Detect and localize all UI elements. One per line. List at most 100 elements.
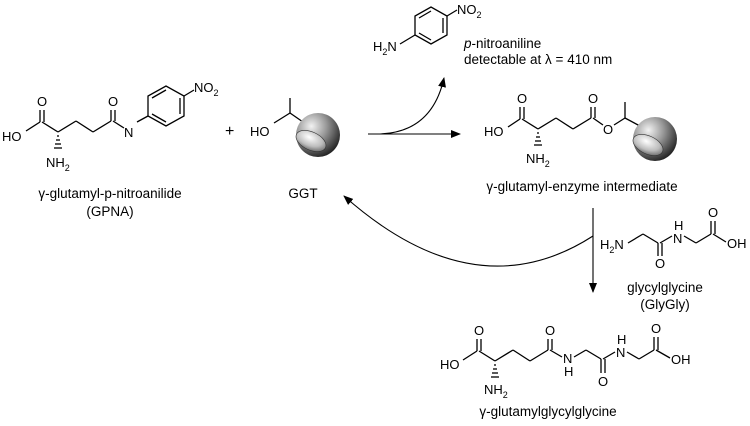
bond [507,118,521,128]
glycylglycine-abbreviation: (GlyGly) [640,297,690,312]
bond [399,34,416,45]
bond [462,350,478,361]
atom-label: O [474,323,484,338]
atom-label: O [655,256,665,271]
bond [712,233,727,243]
atom-label: O [708,205,718,220]
atom-label: N [673,231,682,246]
gpna-abbreviation: (GPNA) [86,204,133,219]
atom-label: O [517,91,527,106]
atom-label: H2N [373,39,397,57]
bond [624,117,641,127]
stereo-hash-bond [534,132,542,146]
ggt-enzyme-structure: HO [250,98,340,157]
bond [25,121,41,132]
benzene-ring [147,85,185,127]
atom-label: OH [671,352,691,367]
atom-label: HO [2,129,22,144]
bond [289,112,304,123]
atom-label: NO2 [457,2,482,20]
glycylglycine-name: glycylglycine [627,280,703,295]
atom-label: NH2 [484,382,508,400]
bond [494,349,514,362]
ggt-name: GGT [288,186,317,201]
enzyme-sphere-icon [295,113,340,157]
intermediate-structure: HO O O O NH2 [484,91,677,169]
bond [572,117,592,130]
gamma-glutamylglycylglycine-structure: HO O O O O N H N H NH2 OH [440,321,691,400]
bond [151,113,167,123]
bond [529,349,549,362]
bond [626,351,640,360]
gpna-name: γ-glutamyl-p-nitroanilide [38,186,181,201]
atom-label: O [603,122,613,137]
bond [683,235,697,244]
reaction-arrows [343,77,597,293]
atom-label: O [545,323,555,338]
bond [642,233,659,244]
stereo-hash-bond [491,364,499,378]
bond [112,120,125,129]
detection-note: detectable at λ = 410 nm [464,52,612,67]
stereo-hash-bond [54,135,62,149]
atom-label: HO [484,124,504,139]
bond [613,117,626,126]
bond [75,120,94,133]
benzene-ring [414,6,448,45]
bond [446,9,458,17]
bond [602,351,616,360]
bond [592,117,604,126]
atom-label: HO [440,357,460,372]
p-nitroaniline-structure: H2N NO2 [373,2,482,57]
bond [151,89,167,99]
gpna-structure: HO O O N H NH2 NO2 [2,80,219,173]
atom-label: N [563,351,572,366]
atom-label: H [617,332,626,347]
bond [655,349,671,359]
atom-label: O [588,91,598,106]
enzyme-sphere-icon [632,117,677,161]
bond [585,349,602,360]
atom-label: O [651,321,661,336]
atom-label: NH2 [526,151,550,169]
bond [638,349,655,360]
bond [549,349,563,358]
bond [418,10,432,19]
bond [136,115,149,123]
bond [627,233,644,244]
atom-label: H [674,218,683,233]
bond [537,117,557,130]
atom-label: H2N [600,237,624,255]
enzyme-regeneration-arrow [343,195,594,267]
bond [555,117,574,130]
plus-sign: + [225,123,234,140]
atom-label: H [564,364,573,379]
atom-label: N [124,125,133,140]
atom-label: O [108,94,118,109]
final-product-name: γ-glutamylglycylglycine [479,404,616,419]
p-nitroaniline-name: p-nitroaniline [463,36,541,51]
bond [418,32,432,41]
atom-label: OH [727,236,747,251]
bond [273,112,291,124]
atom-label: NH2 [46,155,70,173]
atom-label: HO [250,124,270,139]
bond [573,349,587,358]
bond [512,349,531,362]
intermediate-name: γ-glutamyl-enzyme intermediate [486,179,677,194]
atom-label: O [37,94,47,109]
bond [521,118,539,130]
bond [659,235,673,244]
bond [92,120,112,133]
atom-label: N [616,345,625,360]
bond [57,120,77,133]
bond [478,350,496,362]
bond [695,233,712,244]
atom-label: O [598,374,608,389]
atom-label: NO2 [194,80,219,98]
glycylglycine-structure: H2N H N O O OH [600,205,747,271]
release-arrow [379,77,446,135]
bond [41,121,59,133]
bond [183,89,195,97]
